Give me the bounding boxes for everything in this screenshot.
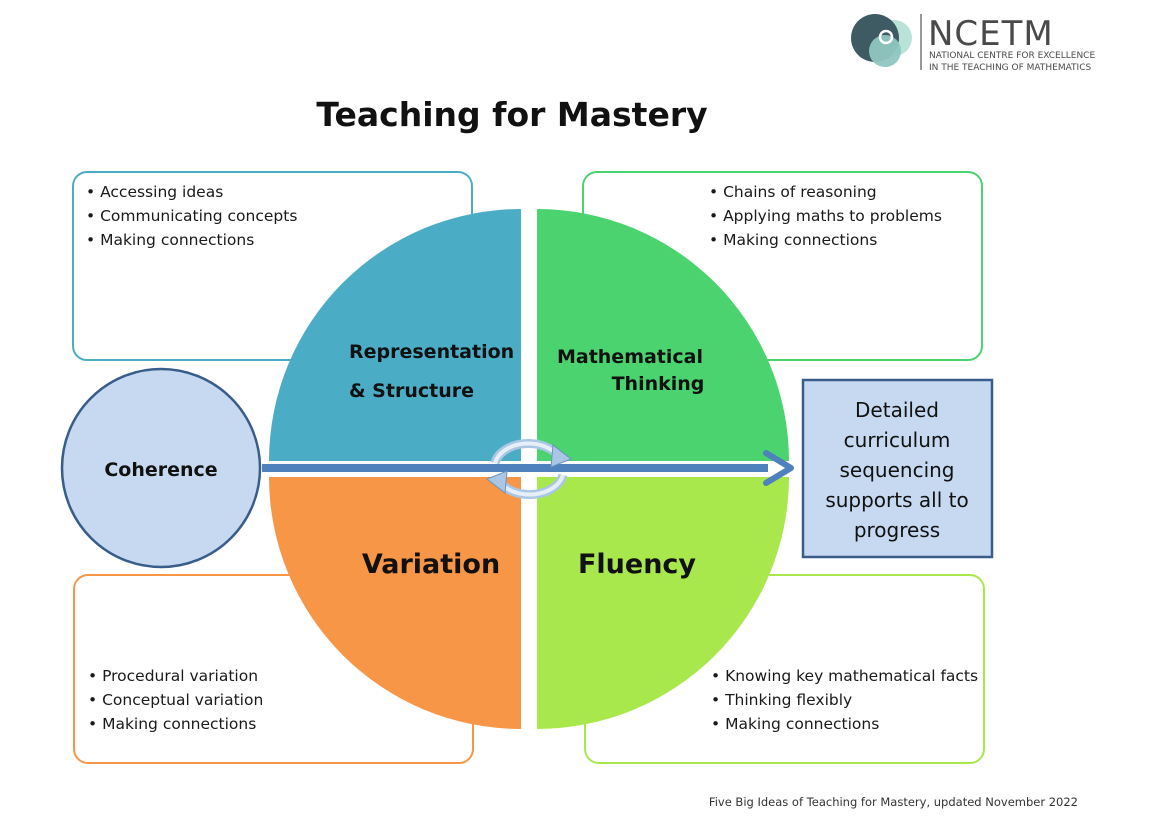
page-title: Teaching for Mastery <box>316 95 707 134</box>
list-item: • Conceptual variation <box>88 691 263 709</box>
list-bottom-left: • Procedural variation • Conceptual vari… <box>88 667 263 733</box>
label-variation: Variation <box>362 549 500 580</box>
logo-circles-icon <box>851 14 912 67</box>
list-item: • Knowing key mathematical facts <box>711 667 978 685</box>
sequencing-line: supports all to <box>825 488 968 512</box>
list-item: • Making connections <box>709 231 877 249</box>
sequencing-line: Detailed <box>855 398 939 422</box>
label-mathematical: Mathematical <box>557 346 703 368</box>
list-item: • Communicating concepts <box>86 207 297 225</box>
sequencing-line: curriculum <box>844 428 951 452</box>
list-item: • Applying maths to problems <box>709 207 942 225</box>
quadrant-variation <box>269 477 521 729</box>
footer-caption: Five Big Ideas of Teaching for Mastery, … <box>709 795 1078 809</box>
list-item: • Procedural variation <box>88 667 258 685</box>
logo-line-2: IN THE TEACHING OF MATHEMATICS <box>929 63 1091 73</box>
list-item: • Accessing ideas <box>86 183 223 201</box>
label-thinking: Thinking <box>612 373 705 395</box>
coherence-arrow <box>262 450 794 486</box>
logo-wordmark: NCETM <box>928 14 1054 54</box>
label-structure: & Structure <box>349 380 474 402</box>
list-item: • Making connections <box>88 715 256 733</box>
list-item: • Chains of reasoning <box>709 183 877 201</box>
curriculum-sequencing-box <box>801 378 994 559</box>
logo-line-1: NATIONAL CENTRE FOR EXCELLENCE <box>929 51 1095 61</box>
list-bottom-right: • Knowing key mathematical facts • Think… <box>711 667 978 733</box>
quadrant-representation-structure <box>269 209 521 461</box>
cycle-arrows-icon <box>486 438 572 500</box>
quadrant-mathematical-thinking <box>537 209 789 461</box>
quadrant-fluency <box>537 477 789 729</box>
ncetm-logo: NCETM NATIONAL CENTRE FOR EXCELLENCE IN … <box>851 14 1095 73</box>
label-representation: Representation <box>349 341 514 363</box>
list-item: • Making connections <box>86 231 254 249</box>
sequencing-text: Detailed curriculum sequencing supports … <box>825 398 968 542</box>
coherence-circle <box>60 367 262 569</box>
list-top-right: • Chains of reasoning • Applying maths t… <box>709 183 942 249</box>
list-item: • Making connections <box>711 715 879 733</box>
label-fluency: Fluency <box>578 549 696 580</box>
list-item: • Thinking flexibly <box>711 691 852 709</box>
sequencing-line: progress <box>854 518 940 542</box>
sequencing-line: sequencing <box>840 458 955 482</box>
list-top-left: • Accessing ideas • Communicating concep… <box>86 183 297 249</box>
coherence-label: Coherence <box>104 459 217 481</box>
